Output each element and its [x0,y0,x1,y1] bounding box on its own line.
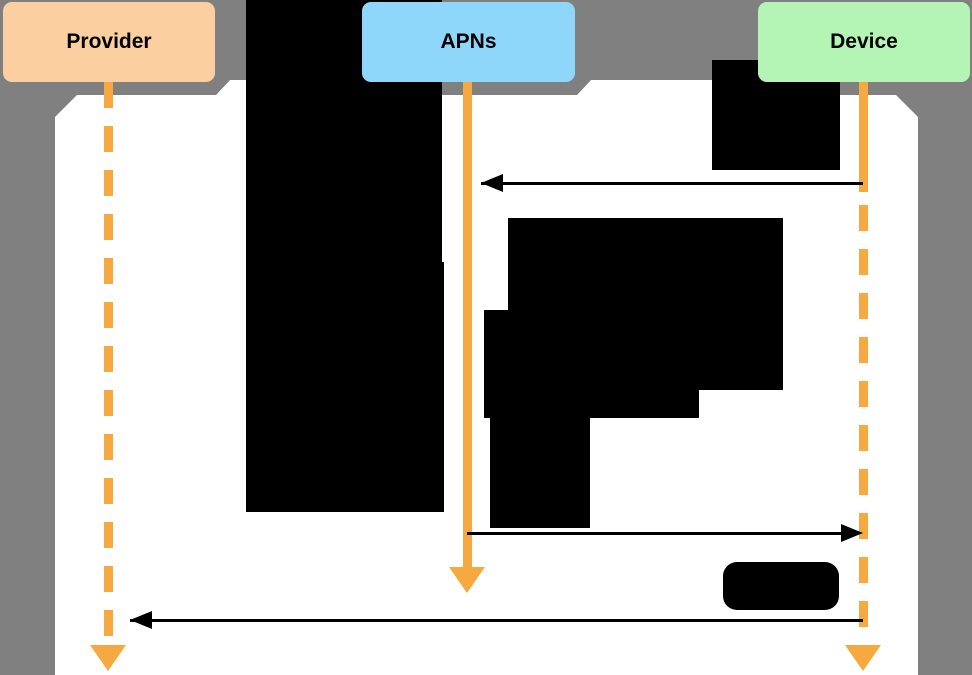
actor-label-apns: APNs [440,30,497,53]
redacted-region [723,562,839,610]
lifeline-arrowhead-provider [90,645,126,671]
lifeline-device [859,205,868,647]
redacted-region [246,262,444,512]
message-arrow-head [841,524,863,542]
lifeline-apns [463,82,472,569]
actor-box-device[interactable]: Device [758,2,970,82]
lifeline-arrowhead-apns [449,567,485,593]
actor-box-provider[interactable]: Provider [3,2,215,82]
lifeline-provider [104,82,113,647]
message-arrow-line [130,619,863,622]
message-arrow-head [481,174,503,192]
actor-label-device: Device [830,30,898,53]
lifeline-arrowhead-device [845,645,881,671]
message-arrow-line [467,532,841,535]
lifeline-device-head [859,82,868,192]
message-arrow-line [481,182,863,185]
actor-box-apns[interactable]: APNs [362,2,575,82]
actor-label-provider: Provider [66,30,152,53]
message-arrow-head [130,611,152,629]
redacted-region [490,400,590,528]
